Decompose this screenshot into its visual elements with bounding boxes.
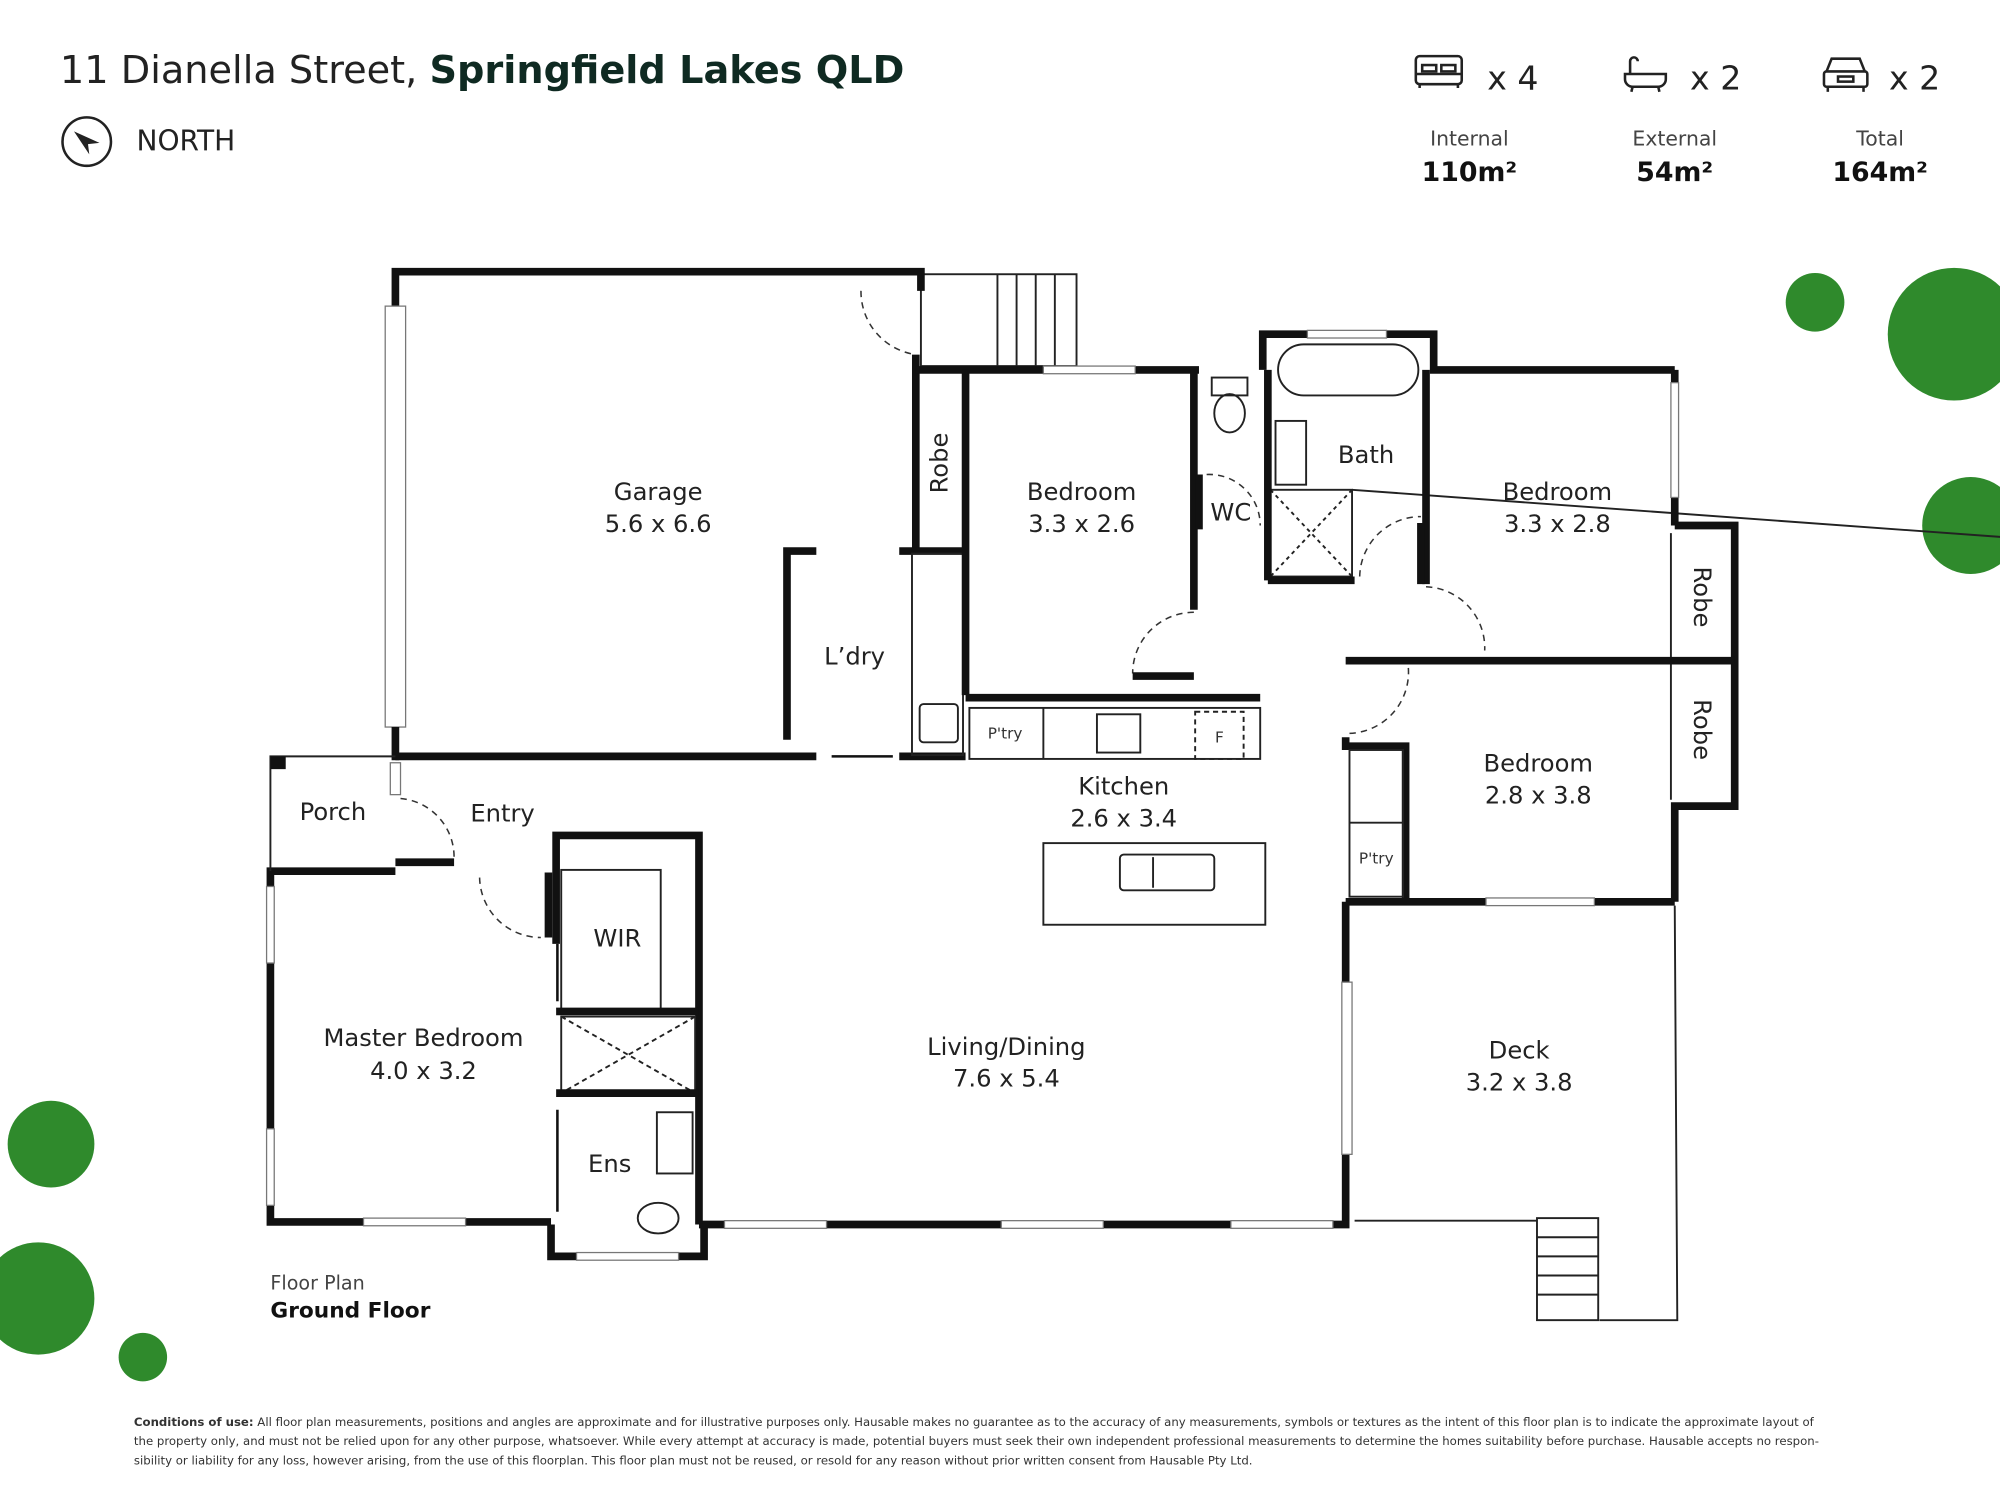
total-area-value: 164m² [1832, 157, 1927, 188]
room-ens: Ens [588, 1150, 631, 1178]
room-bedroom2-size: 3.3 x 2.8 [1504, 510, 1611, 538]
disclaimer-line-3: sibility or liability for any loss, howe… [134, 1453, 1253, 1467]
room-deck-name: Deck [1489, 1037, 1550, 1065]
room-wc: WC [1210, 498, 1251, 526]
street-address: 11 Dianella Street, [60, 48, 417, 93]
disclaimer-line-2: the property only, and must not be relie… [134, 1434, 1819, 1448]
room-garage-name: Garage [614, 478, 703, 506]
bedroom-count: x 4 [1487, 58, 1538, 97]
suburb: Springfield Lakes QLD [429, 48, 904, 93]
room-living-size: 7.6 x 5.4 [953, 1065, 1060, 1093]
external-area-label: External [1632, 126, 1717, 150]
room-bedroom3-name: Bedroom [1483, 750, 1593, 778]
room-robe-2: Robe [1688, 567, 1716, 628]
external-area-value: 54m² [1636, 157, 1713, 188]
room-porch: Porch [300, 798, 367, 826]
bed-icon [1414, 54, 1464, 89]
car-count: x 2 [1889, 58, 1940, 97]
fridge-label: F [1215, 728, 1224, 746]
room-laundry: L’dry [824, 643, 885, 671]
internal-area-value: 110m² [1422, 157, 1517, 188]
disclaimer-heading: Conditions of use: [134, 1415, 254, 1429]
room-bedroom1-name: Bedroom [1027, 478, 1137, 506]
room-living-name: Living/Dining [927, 1033, 1085, 1061]
room-wir: WIR [593, 924, 641, 952]
north-label: NORTH [136, 125, 235, 158]
bathroom-count: x 2 [1690, 58, 1741, 97]
room-bedroom3-size: 2.8 x 3.8 [1485, 782, 1592, 810]
tree-icons [0, 267, 2000, 1382]
room-robe-1: Robe [926, 433, 954, 494]
floor-plan [265, 267, 2000, 1322]
address: 11 Dianella Street, Springfield Lakes QL… [60, 48, 904, 93]
room-bedroom1-size: 3.3 x 2.6 [1028, 510, 1135, 538]
disclaimer-line-1: Conditions of use: All floor plan measur… [134, 1415, 1815, 1429]
room-entry: Entry [470, 799, 534, 827]
room-master-name: Master Bedroom [323, 1024, 523, 1052]
room-robe-3: Robe [1688, 699, 1716, 760]
floor-plan-label: Floor Plan [270, 1272, 364, 1295]
room-deck-size: 3.2 x 3.8 [1466, 1069, 1573, 1097]
car-icon [1822, 57, 1869, 92]
room-kitchen-name: Kitchen [1078, 773, 1169, 801]
internal-area-label: Internal [1430, 126, 1509, 150]
room-bedroom2-name: Bedroom [1503, 478, 1613, 506]
total-area-label: Total [1855, 126, 1904, 150]
north-compass-icon [61, 116, 113, 168]
room-garage-size: 5.6 x 6.6 [605, 510, 712, 538]
room-kitchen-size: 2.6 x 3.4 [1070, 805, 1177, 833]
room-master-size: 4.0 x 3.2 [370, 1057, 477, 1085]
room-bath: Bath [1338, 441, 1394, 469]
floor-name: Ground Floor [270, 1299, 430, 1324]
room-pantry-kitchen: P'try [988, 725, 1023, 743]
room-pantry-bedroom: P'try [1359, 850, 1394, 868]
bath-icon [1623, 56, 1668, 93]
